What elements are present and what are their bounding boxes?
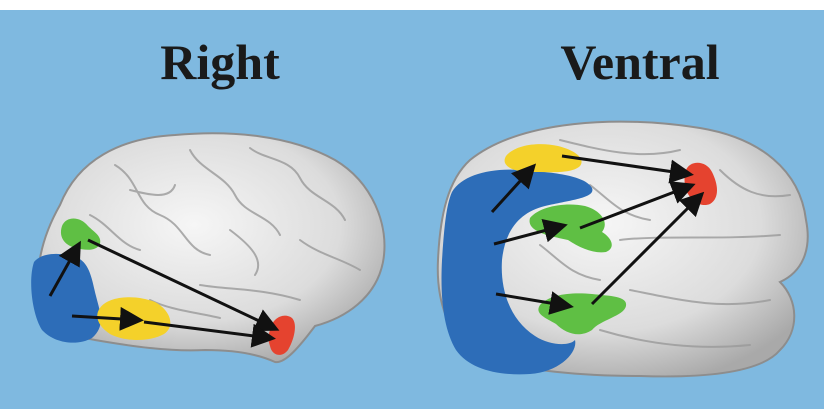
- right-hemisphere-panel: [31, 133, 384, 362]
- ventral-panel: [438, 122, 808, 377]
